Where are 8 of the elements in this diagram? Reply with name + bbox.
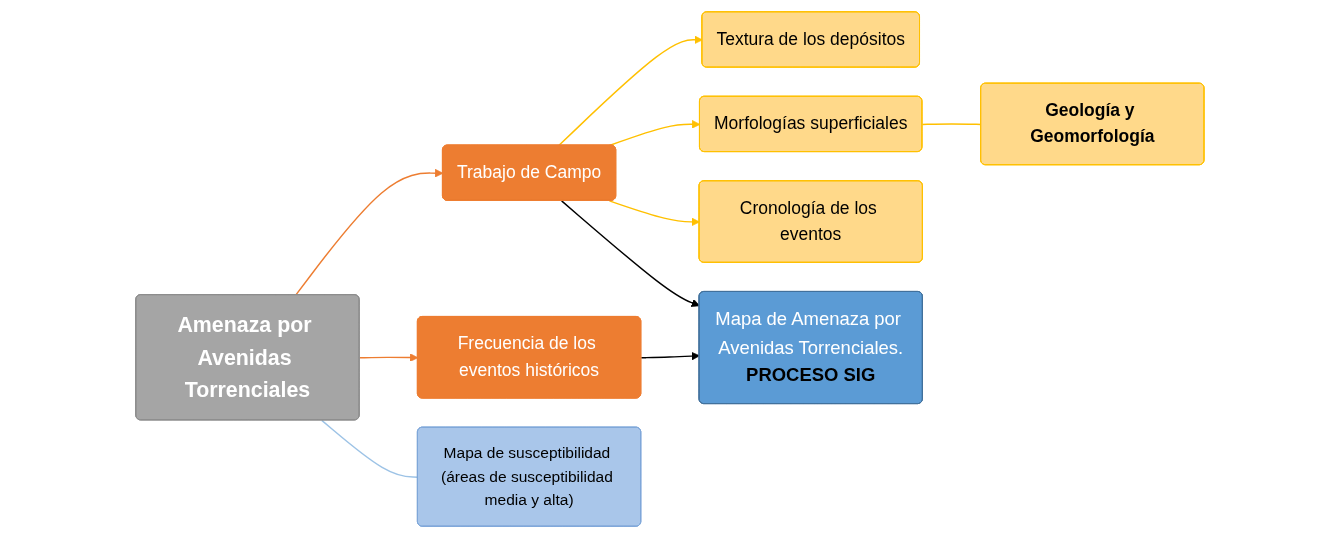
arrow: [640, 351, 700, 361]
arrow: [359, 353, 419, 362]
arrow: [561, 200, 700, 307]
arrow: [558, 35, 703, 147]
connector: [921, 123, 982, 126]
arrow: [295, 168, 444, 296]
arrow: [608, 200, 700, 227]
connector: [321, 419, 419, 478]
